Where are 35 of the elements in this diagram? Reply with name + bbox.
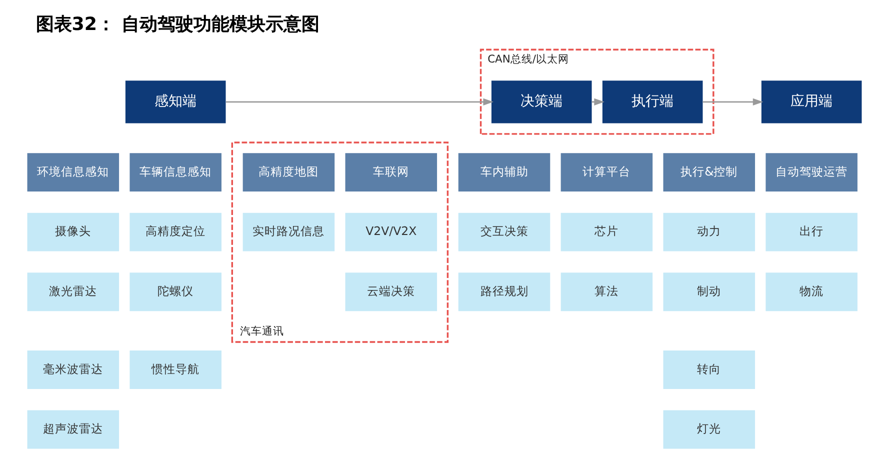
node-box: 惯性导航 (130, 350, 222, 389)
node-box: V2V/V2X (345, 212, 438, 252)
node-box: 云端决策 (345, 272, 438, 312)
node-box: 算法 (560, 272, 653, 312)
node-box: 超声波雷达 (27, 410, 120, 449)
node-box: 芯片 (560, 212, 653, 252)
node-box: 计算平台 (560, 153, 653, 192)
node-box: 物流 (766, 272, 858, 312)
node-box: 摄像头 (27, 212, 120, 252)
node-box: 路径规划 (458, 272, 550, 312)
node-box: 激光雷达 (27, 272, 120, 312)
arrow (226, 98, 494, 106)
node-box: 高精度地图 (242, 153, 335, 192)
node-box: 制动 (663, 272, 756, 312)
node-box: 灯光 (663, 410, 756, 449)
node-box: 动力 (663, 212, 756, 252)
node-box: 车联网 (345, 153, 438, 192)
node-box: 交互决策 (458, 212, 550, 252)
node-box: 毫米波雷达 (27, 350, 120, 389)
node-box: 决策端 (491, 80, 592, 124)
node-box: 车内辅助 (458, 153, 550, 192)
node-box: 应用端 (761, 80, 862, 124)
node-box: 实时路况信息 (242, 212, 335, 252)
node-box: 陀螺仪 (130, 272, 222, 312)
diagram-title: 图表32： 自动驾驶功能模块示意图 (36, 14, 320, 35)
node-box: 高精度定位 (130, 212, 222, 252)
arrow (702, 98, 764, 106)
node-box: 自动驾驶运营 (766, 153, 858, 192)
node-box: 执行端 (602, 80, 703, 124)
node-box: 执行&控制 (663, 153, 756, 192)
node-box: 环境信息感知 (27, 153, 120, 192)
node-box: 出行 (766, 212, 858, 252)
node-box: 转向 (663, 350, 756, 389)
node-box: 车辆信息感知 (130, 153, 222, 192)
node-box: 感知端 (125, 80, 226, 124)
